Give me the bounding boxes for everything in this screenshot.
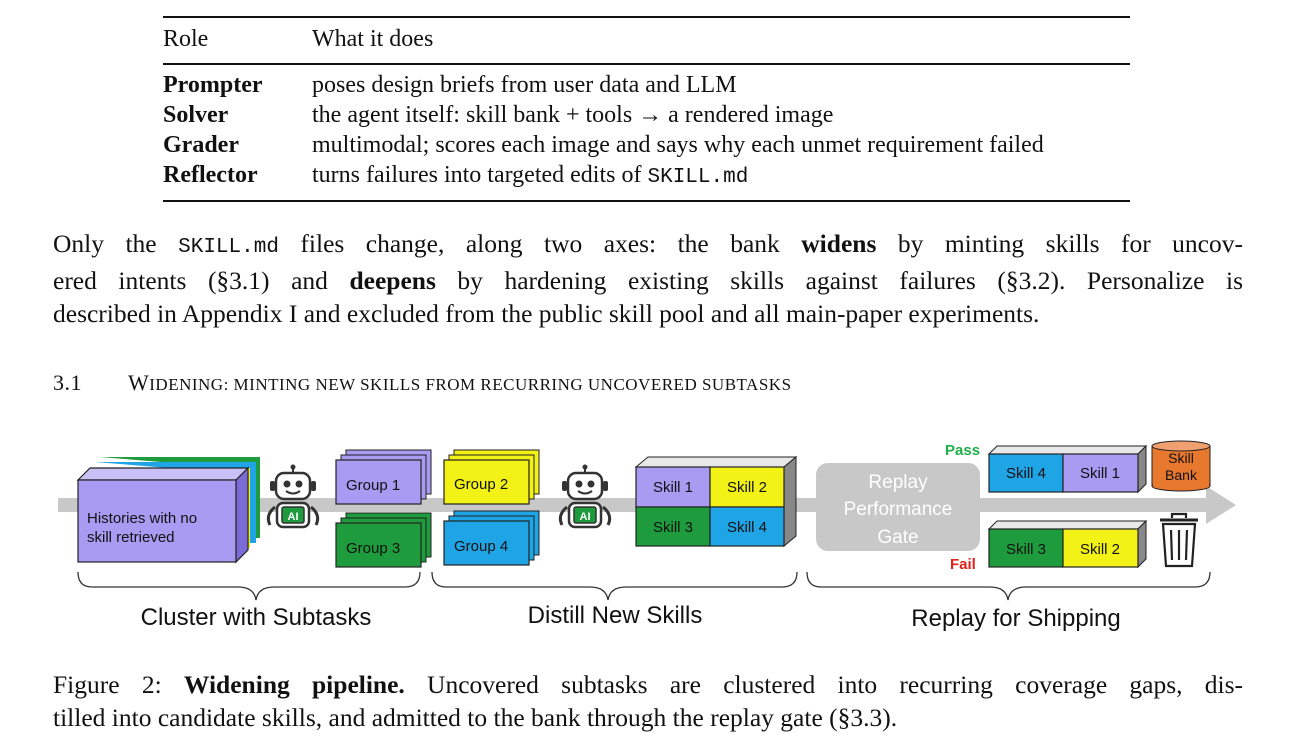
section-heading: 3.1 WIDENING: MINTING NEW SKILLS FROM REC…	[53, 370, 792, 396]
stage-brace-distill	[431, 571, 798, 601]
body-paragraph: Only the SKILL.md files change, along tw…	[53, 227, 1243, 330]
paragraph-line-2: ered intents (§3.1) and deepens by harde…	[53, 266, 1243, 295]
pass-skill-1-label: Skill 1	[1080, 465, 1120, 482]
skill-bank-label-2: Bank	[1165, 467, 1198, 483]
histories-label-1: Histories with no	[87, 510, 197, 527]
table-header-rule	[163, 63, 1130, 65]
skill-4-label: Skill 4	[727, 519, 767, 536]
group-1-box: Group 1	[335, 449, 432, 505]
gate-label-1: Replay	[868, 472, 928, 493]
group-2-label: Group 2	[454, 476, 508, 493]
pass-label: Pass	[945, 442, 980, 459]
skill-1-block: Skill 1	[635, 466, 711, 508]
table-row-prompter: Prompter poses design briefs from user d…	[163, 72, 1130, 102]
table-row-reflector: Reflector turns failures into targeted e…	[163, 162, 1130, 192]
section-number: 3.1	[53, 370, 82, 395]
group-4-label: Group 4	[454, 538, 508, 555]
skill-bank-label-1: Skill	[1168, 450, 1194, 466]
caption-line-1: Figure 2: Widening pipeline. Uncovered s…	[53, 670, 1243, 699]
skill-md-code: SKILL.md	[178, 236, 279, 259]
robot-ai-label: AI	[288, 511, 299, 523]
skill-2-label: Skill 2	[727, 479, 767, 496]
stage-label-replay: Replay for Shipping	[911, 605, 1120, 632]
caption-bold-title: Widening pipeline.	[183, 670, 405, 699]
section-title-cap: W	[128, 370, 150, 395]
figure-caption: Figure 2: Widening pipeline. Uncovered s…	[53, 668, 1243, 734]
section-title-smallcaps: IDENING: MINTING NEW SKILLS FROM RECURRI…	[149, 375, 792, 394]
robot-icon: AI	[266, 464, 320, 529]
role-name: Solver	[163, 102, 229, 128]
table-header-what: What it does	[312, 26, 434, 52]
table-row-solver: Solver the agent itself: skill bank + to…	[163, 102, 1130, 132]
table-header-role: Role	[163, 26, 209, 52]
skill-bank-icon: Skill Bank	[1151, 440, 1211, 492]
role-name: Grader	[163, 132, 239, 158]
robot-icon: AI	[558, 464, 612, 529]
paragraph-line-1: Only the SKILL.md files change, along tw…	[53, 229, 1243, 259]
figure-canvas: Histories with no skill retrieved AI Gro…	[58, 440, 1236, 632]
fail-label: Fail	[950, 556, 976, 573]
role-description: multimodal; scores each image and says w…	[312, 132, 1044, 158]
stage-brace-cluster	[77, 571, 421, 601]
gate-label-3: Gate	[877, 527, 918, 548]
stage-label-cluster: Cluster with Subtasks	[141, 604, 372, 631]
role-name: Prompter	[163, 72, 263, 98]
paragraph-line-3: described in Appendix I and excluded fro…	[53, 299, 1040, 328]
widening-pipeline-figure: Histories with no skill retrieved AI Gro…	[0, 430, 1296, 650]
histories-stack: Histories with no skill retrieved	[76, 457, 260, 564]
stage-brace-replay	[806, 571, 1211, 601]
skills-cube: Skill 1 Skill 2 Skill 3 Skill 4	[634, 455, 798, 548]
group-2-box: Group 2	[443, 449, 540, 505]
group-1-label: Group 1	[346, 477, 400, 494]
skill-2-block: Skill 2	[709, 466, 785, 508]
role-description: poses design briefs from user data and L…	[312, 72, 737, 98]
robot-ai-label: AI	[580, 511, 591, 523]
pass-skill-4-block: Skill 4	[988, 453, 1064, 493]
trash-icon	[1160, 512, 1198, 568]
fail-skill-2-block: Skill 2	[1062, 528, 1139, 568]
fail-skills: Skill 3 Skill 2	[987, 519, 1148, 569]
group-4-box: Group 4	[443, 510, 540, 566]
histories-label-2: skill retrieved	[87, 529, 175, 546]
pass-skill-1-block: Skill 1	[1062, 453, 1139, 493]
pass-skills: Skill 4 Skill 1	[987, 444, 1148, 494]
widens-term: widens	[801, 229, 877, 258]
skill-3-label: Skill 3	[653, 519, 693, 536]
pass-skill-4-label: Skill 4	[1006, 465, 1046, 482]
stage-label-distill: Distill New Skills	[528, 602, 703, 629]
table-bottom-rule	[163, 200, 1130, 202]
skill-md-code: SKILL.md	[647, 166, 749, 189]
gate-label-2: Performance	[844, 499, 953, 520]
fail-skill-2-label: Skill 2	[1080, 541, 1120, 558]
skill-1-label: Skill 1	[653, 479, 693, 496]
skill-3-block: Skill 3	[635, 506, 711, 547]
replay-performance-gate: Replay Performance Gate	[816, 463, 980, 551]
role-description: the agent itself: skill bank + tools → a…	[312, 102, 834, 128]
role-name: Reflector	[163, 162, 258, 188]
table-row-grader: Grader multimodal; scores each image and…	[163, 132, 1130, 162]
deepens-term: deepens	[349, 266, 436, 295]
fail-skill-3-label: Skill 3	[1006, 541, 1046, 558]
role-description: turns failures into targeted edits of SK…	[312, 162, 749, 189]
caption-line-2: tilled into candidate skills, and admitt…	[53, 703, 898, 732]
group-3-box: Group 3	[335, 512, 432, 568]
histories-box	[76, 466, 250, 564]
group-3-label: Group 3	[346, 540, 400, 557]
skill-4-block: Skill 4	[709, 506, 785, 547]
fail-skill-3-block: Skill 3	[988, 528, 1064, 568]
table-top-rule	[163, 16, 1130, 18]
